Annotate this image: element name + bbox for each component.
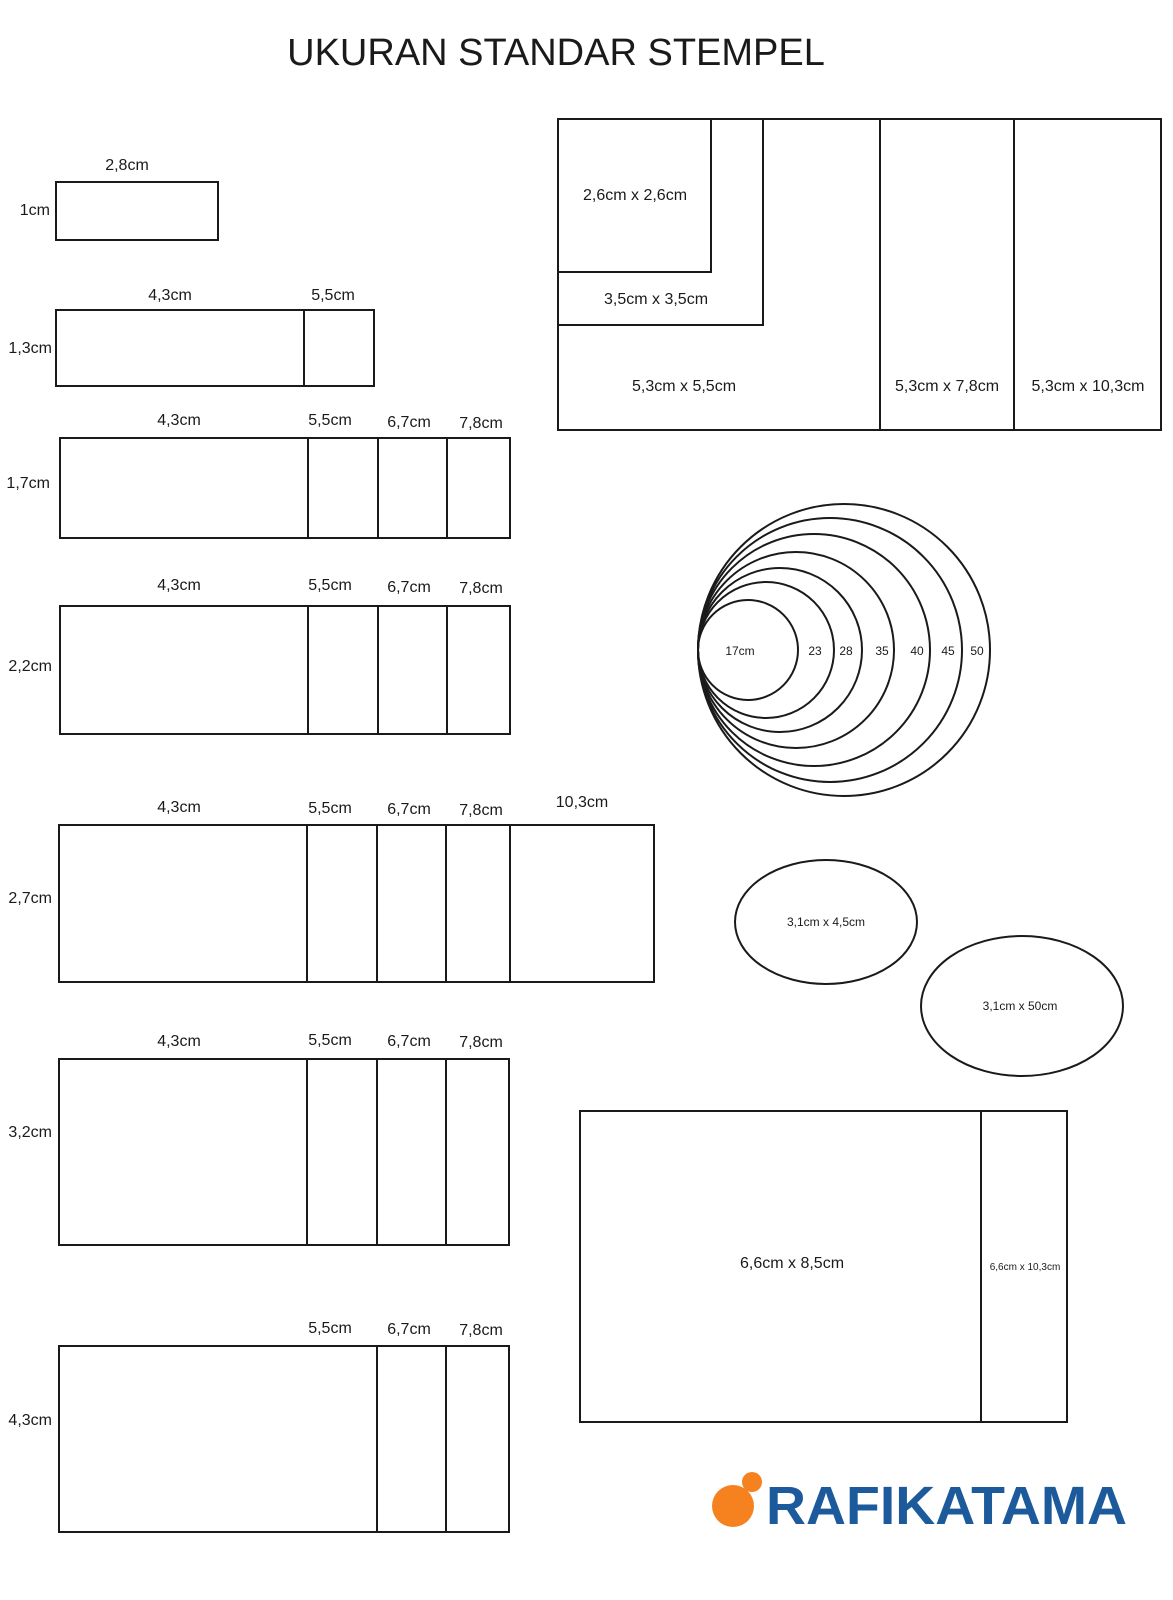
width-label: 7,8cm bbox=[459, 1322, 503, 1339]
stamp-outline bbox=[55, 309, 375, 387]
stamp-divider bbox=[558, 119, 764, 326]
stamp-outline bbox=[58, 1345, 510, 1533]
rect-stamp-row-6: 3,2cm 4,3cm 5,5cm 6,7cm 7,8cm bbox=[8, 1032, 510, 1246]
stamp-outline bbox=[579, 1110, 1068, 1423]
round-stamps: 17cm 23 28 35 40 45 50 bbox=[697, 503, 991, 797]
width-label: 5,5cm bbox=[311, 287, 355, 304]
width-label: 5,5cm bbox=[308, 800, 352, 817]
brand-dot-icon bbox=[742, 1472, 762, 1492]
oval-outline bbox=[734, 859, 918, 985]
width-label: 4,3cm bbox=[157, 1033, 201, 1050]
rect-stamp-row-4: 2,2cm 4,3cm 5,5cm 6,7cm 7,8cm bbox=[8, 577, 511, 735]
circle-label: 45 bbox=[941, 644, 955, 658]
size-label: 6,6cm x 10,3cm bbox=[990, 1262, 1061, 1273]
circle-label: 23 bbox=[808, 644, 822, 658]
rect-stamp-row-3: 1,7cm 4,3cm 5,5cm 6,7cm 7,8cm bbox=[6, 412, 511, 539]
width-label: 5,5cm bbox=[308, 577, 352, 594]
row-height-label: 2,7cm bbox=[8, 890, 52, 907]
brand-name: RAFIKATAMA bbox=[766, 1476, 1127, 1536]
stamp-divider bbox=[558, 119, 712, 273]
width-label: 7,8cm bbox=[459, 415, 503, 432]
stamp-outline bbox=[59, 605, 511, 735]
width-label: 4,3cm bbox=[157, 577, 201, 594]
brand-logo: RAFIKATAMA bbox=[712, 1472, 1127, 1536]
rect-stamp-row-7: 4,3cm 5,5cm 6,7cm 7,8cm bbox=[8, 1320, 510, 1533]
row-height-label: 1cm bbox=[20, 202, 50, 219]
row-height-label: 4,3cm bbox=[8, 1412, 52, 1429]
oval-outline bbox=[920, 935, 1124, 1077]
rect-stamp-row-2: 1,3cm 4,3cm 5,5cm bbox=[8, 287, 375, 387]
stamp-outline bbox=[59, 437, 511, 539]
width-label: 2,8cm bbox=[105, 157, 149, 174]
width-label: 7,8cm bbox=[459, 580, 503, 597]
circle-label: 40 bbox=[910, 644, 924, 658]
width-label: 5,5cm bbox=[308, 1032, 352, 1049]
width-label: 5,5cm bbox=[308, 1320, 352, 1337]
row-height-label: 1,7cm bbox=[6, 475, 50, 492]
width-label: 6,7cm bbox=[387, 579, 431, 596]
brand-dot-icon bbox=[712, 1485, 754, 1527]
width-label: 6,7cm bbox=[387, 801, 431, 818]
stamp-outline bbox=[55, 181, 219, 241]
row-height-label: 2,2cm bbox=[8, 658, 52, 675]
oval-label: 3,1cm x 4,5cm bbox=[787, 915, 865, 929]
size-label: 5,3cm x 10,3cm bbox=[1032, 378, 1145, 395]
width-label: 4,3cm bbox=[157, 799, 201, 816]
width-label: 6,7cm bbox=[387, 1321, 431, 1338]
large-stamps: 6,6cm x 8,5cm 6,6cm x 10,3cm bbox=[579, 1110, 1068, 1423]
width-label: 7,8cm bbox=[459, 802, 503, 819]
rect-stamp-row-1: 1cm 2,8cm bbox=[20, 157, 219, 241]
oval-label: 3,1cm x 50cm bbox=[983, 999, 1058, 1013]
stamp-outline bbox=[58, 1058, 510, 1246]
width-label: 4,3cm bbox=[157, 412, 201, 429]
circle-label: 17cm bbox=[725, 644, 754, 658]
width-label: 4,3cm bbox=[148, 287, 192, 304]
width-label: 5,5cm bbox=[308, 412, 352, 429]
circle-label: 28 bbox=[839, 644, 853, 658]
circle-outline bbox=[697, 599, 799, 701]
square-stamps: 2,6cm x 2,6cm 3,5cm x 3,5cm 5,3cm x 5,5c… bbox=[557, 118, 1162, 431]
stamp-outline bbox=[58, 824, 655, 983]
width-label: 6,7cm bbox=[387, 414, 431, 431]
size-label: 3,5cm x 3,5cm bbox=[604, 291, 708, 308]
row-height-label: 3,2cm bbox=[8, 1124, 52, 1141]
stamp-outline bbox=[557, 118, 1162, 431]
width-label: 10,3cm bbox=[556, 794, 608, 811]
circle-outline bbox=[697, 567, 863, 733]
size-label: 5,3cm x 7,8cm bbox=[895, 378, 999, 395]
size-label: 6,6cm x 8,5cm bbox=[740, 1255, 844, 1272]
width-label: 7,8cm bbox=[459, 1034, 503, 1051]
page-title: UKURAN STANDAR STEMPEL bbox=[287, 32, 825, 74]
oval-stamps: 3,1cm x 4,5cm 3,1cm x 50cm bbox=[734, 859, 1124, 1077]
rect-stamp-row-5: 2,7cm 4,3cm 5,5cm 6,7cm 7,8cm 10,3cm bbox=[8, 794, 655, 983]
size-label: 5,3cm x 5,5cm bbox=[632, 378, 736, 395]
circle-label: 35 bbox=[875, 644, 889, 658]
size-label: 2,6cm x 2,6cm bbox=[583, 187, 687, 204]
circle-label: 50 bbox=[970, 644, 984, 658]
width-label: 6,7cm bbox=[387, 1033, 431, 1050]
row-height-label: 1,3cm bbox=[8, 340, 52, 357]
